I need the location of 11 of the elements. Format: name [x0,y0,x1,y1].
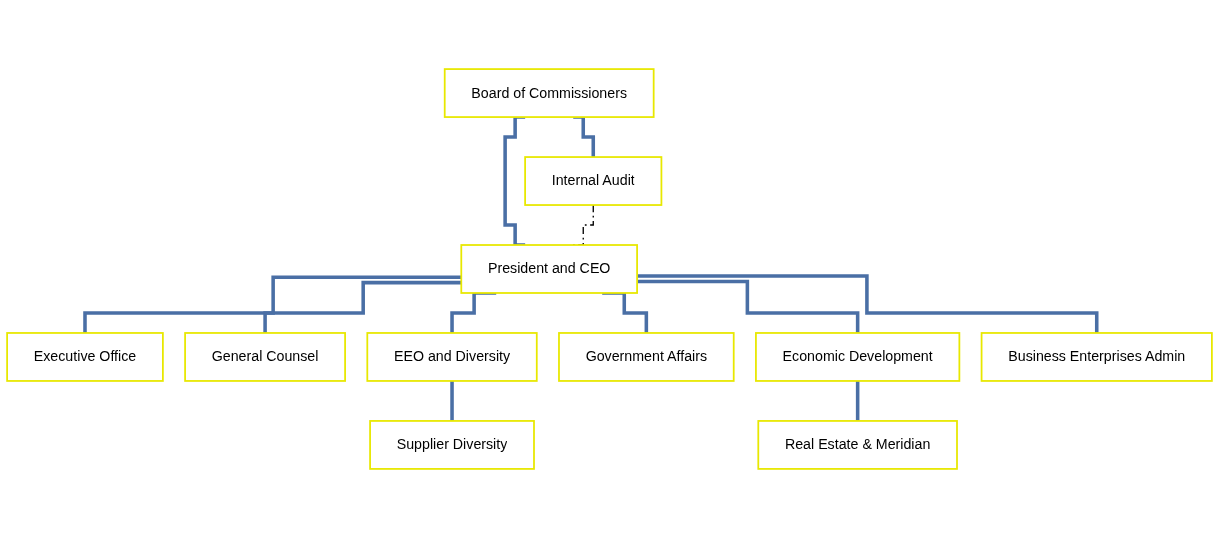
node-box: Government Affairs [558,332,735,382]
node-box: Supplier Diversity [369,420,535,470]
node-box: Economic Development [755,332,961,382]
node-box: Business Enterprises Admin [980,332,1213,382]
node-box: Executive Office [6,332,164,382]
node-box: Internal Audit [524,156,663,206]
node-box: EEO and Diversity [366,332,538,382]
node-box: Board of Commissioners [443,68,655,118]
node-box: General Counsel [184,332,346,382]
node-box: Real Estate & Meridian [757,420,958,470]
node-box: President and CEO [460,244,638,294]
